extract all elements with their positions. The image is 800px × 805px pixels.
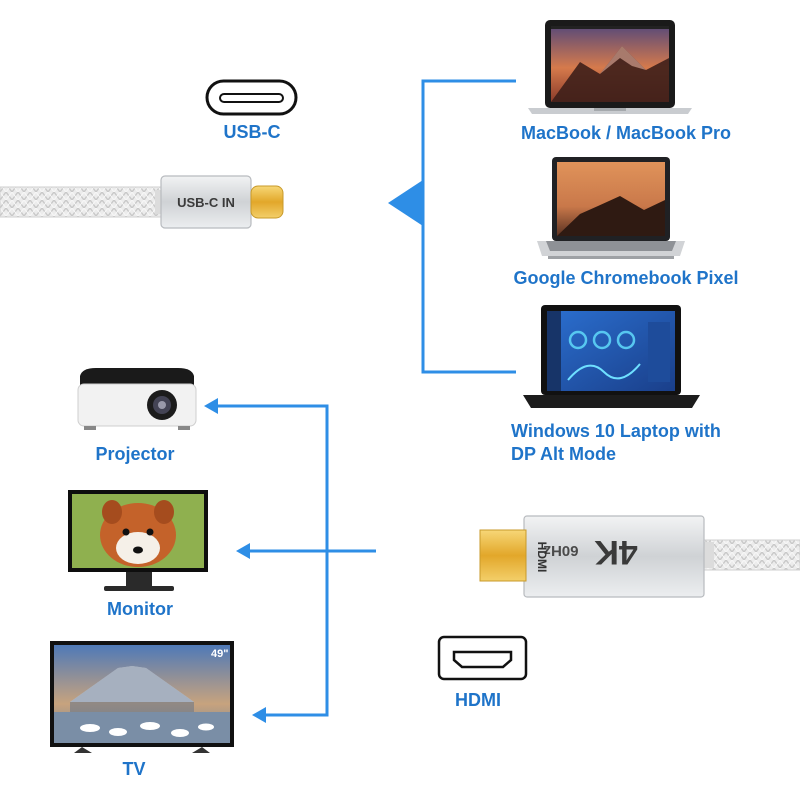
source-connector-lines: [388, 79, 516, 374]
hdmi-plug-brand: HDMI: [535, 542, 549, 573]
projector-label: Projector: [95, 444, 175, 464]
usb-c-label: USB-C: [223, 122, 281, 142]
hdmi-plug-4k: 4K: [594, 533, 638, 571]
hdmi-label: HDMI: [455, 690, 501, 710]
usb-c-port-icon: [205, 79, 298, 116]
windows-laptop-label-line1: Windows 10 Laptop with: [511, 421, 721, 441]
windows-laptop-label: Windows 10 Laptop with DP Alt Mode: [511, 420, 721, 466]
tv-label: TV: [122, 759, 146, 779]
arrow-tv-icon: [252, 707, 266, 723]
monitor-icon: [68, 490, 208, 591]
tv-size-badge: 49": [211, 648, 228, 660]
macbook-laptop-icon: [528, 20, 692, 114]
hdmi-plug-60hz: 60Hz: [543, 542, 578, 559]
arrow-left-icon: [388, 180, 423, 226]
hdmi-cable: 4K 60Hz HDMI: [479, 515, 800, 598]
macbook-label: MacBook / MacBook Pro: [520, 123, 732, 143]
monitor-label: Monitor: [107, 599, 173, 619]
usb-c-plug-label: USB-C IN: [177, 195, 235, 210]
windows-laptop-label-line2: DP Alt Mode: [511, 444, 617, 464]
arrow-monitor-icon: [236, 543, 250, 559]
arrow-projector-icon: [204, 398, 218, 414]
usb-c-cable: USB-C IN: [0, 175, 284, 229]
tv-icon: 49": [50, 641, 234, 753]
hdmi-port-icon: [437, 635, 528, 681]
windows-laptop-icon: [523, 305, 700, 408]
chromebook-label: Google Chromebook Pixel: [513, 268, 739, 288]
chromebook-laptop-icon: [537, 157, 685, 259]
display-connector-lines: [204, 398, 376, 723]
projector-icon: [77, 368, 197, 430]
